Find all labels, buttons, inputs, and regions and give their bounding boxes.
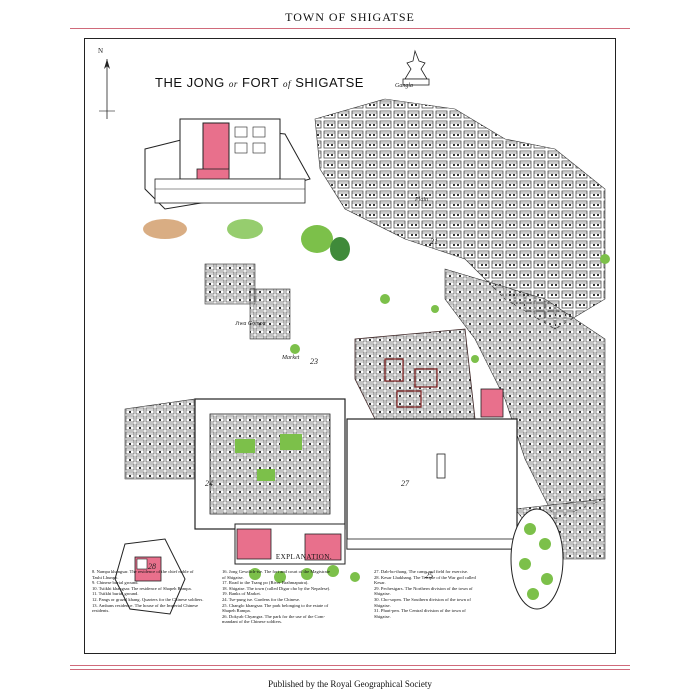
garden-houses [234,388,504,583]
map-title-fort: FORT [242,75,279,90]
map-title-jong: THE JONG [155,75,225,90]
oval-park [510,508,564,610]
legend-entry: 25. Changlo khangsar. The park belonging… [222,602,329,608]
legend-entry: 12. Pangs or grazel khang. Quarters for … [92,596,204,602]
north-label: N [98,47,104,55]
legend-entry: 11. Tsiikhi burial ground. [92,591,139,597]
ambans-compound [194,398,346,530]
map-number-25: 25 [425,571,433,580]
legend-entry: 24. Tse-pung tse. Gardens for the Chines… [222,596,301,602]
explanation-heading: EXPLANATION. [275,553,333,561]
top-rule [70,28,630,29]
town-north-east [314,98,606,560]
map-number-28: 28 [148,562,156,571]
town-centre [354,328,476,430]
legend-column-2: 16. Jong Gewdich-tse. The fort and court… [222,569,330,625]
legend-entry: 31. Phari-pen. The Central division of t… [374,608,466,614]
legend-entry: 9. Chinese burial ground. [92,580,139,586]
legend-entry: 29. Pechesigars. The Northern division o… [374,585,473,591]
map-number-23: 23 [310,357,318,366]
map-title-or: or [228,79,238,89]
map-number-21: 21 [430,237,438,246]
legend-entry: Shigatse. [374,602,391,608]
bottom-rule [70,665,630,670]
label-gangla: Gangla [395,83,413,89]
legend-entry: of Shigatse. [222,574,244,580]
legend-entry: residents. [92,608,110,614]
page-title: TOWN OF SHIGATSE [285,10,415,24]
map-drawing [99,49,610,615]
legend-entry: 13. Ambans residence. The house of the I… [92,602,199,608]
legend-entry: mandant of the Chinese soldiers. [222,619,283,625]
kesar-temple [114,538,186,615]
jong-fort [143,118,350,261]
legend-entry: 10. Tsiikhi khangsar. The residence of S… [92,585,192,591]
legend-entry: Shigatse. [374,591,391,597]
legend-column-1: 8. Nampa khangsar. The residence of the … [92,569,204,614]
map-title-of: of [283,79,292,89]
legend-entry: Kesar. [374,580,386,586]
map-frame: THE JONG or FORT of SHIGATSE N Gangla Ji… [84,38,616,654]
map-number-27: 27 [401,479,409,488]
town-west [124,263,291,480]
legend-entry: Shigatse. [374,613,391,619]
legend-entry: 30. Cho-sopen. The Southern division of … [374,596,471,602]
label-market: Market [282,355,300,361]
label-plain: Plain [415,197,428,203]
legend-entry: 26. Dokyab Chyangra. The park for the us… [222,613,325,619]
stupa-icon [402,49,430,86]
map-title: THE JONG or FORT of SHIGATSE [155,75,364,90]
legend-entry: Tashi Lhunpo. [92,574,119,580]
legend-entry: 18. Shigatse. The town (called Digar cho… [222,585,331,591]
legend-entry: 16. Jong Gewdich-tse. The fort and court… [222,569,330,574]
legend-entry: 8. Nampa khangsar. The residence of the … [92,569,194,574]
map-title-shigatse: SHIGATSE [295,75,364,90]
legend-entry: 27. Dab-bo-thang. The camp and field for… [374,569,469,574]
legend-column-3: 27. Dab-bo-thang. The camp and field for… [374,569,476,619]
legend-entry: 19. Banks of Market. [222,591,261,597]
legend-entry: 17. Road to the Tsang po (River Brahmapu… [222,580,309,586]
label-gompa: Jiwa Gompa [235,321,266,327]
north-arrow-icon [99,59,115,119]
publisher-footer: Published by the Royal Geographical Soci… [268,679,432,689]
map-number-24: 24 [205,479,213,488]
legend-entry: 28. Kesar Lhakhang. The Temple of the Wa… [374,574,476,580]
scattered-trees [290,254,610,363]
exercise-field [346,418,518,550]
legend-entry: Shapeh Rampa. [222,608,251,614]
